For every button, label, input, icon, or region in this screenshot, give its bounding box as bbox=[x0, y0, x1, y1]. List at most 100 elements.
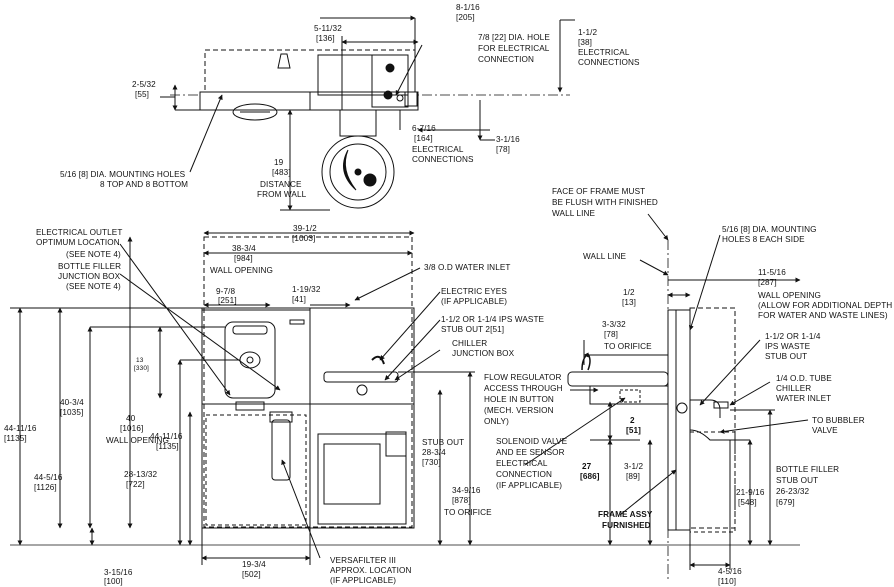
front-view bbox=[10, 230, 800, 565]
hole-label-3: CONNECTION bbox=[478, 55, 535, 64]
dim-984: [984] bbox=[234, 254, 253, 263]
waste-label-2: STUB OUT 2[51] bbox=[441, 325, 505, 334]
dim-110: [110] bbox=[718, 577, 737, 586]
elec-label-4: CONNECTIONS bbox=[412, 155, 474, 164]
top-view bbox=[160, 15, 575, 211]
flow-label-3: HOLE IN BUTTON bbox=[484, 395, 554, 404]
dim-40: 40 bbox=[126, 414, 136, 423]
face-label-3: WALL LINE bbox=[552, 209, 596, 218]
dim-1135-left: [1135] bbox=[4, 434, 27, 443]
eyes-label-1: ELECTRIC EYES bbox=[441, 287, 507, 296]
dim-3-1-2: 3-1/2 bbox=[624, 462, 644, 471]
bf-stubout-1: BOTTLE FILLER bbox=[776, 465, 840, 474]
dim-9-7-8: 9-7/8 bbox=[216, 287, 236, 296]
dim-19-3-4: 19-3/4 bbox=[242, 560, 266, 569]
bf-stubout-3: 26-23/32 bbox=[776, 487, 810, 496]
dim-8-1-16: 8-1/16 bbox=[456, 3, 480, 12]
dim-55: [55] bbox=[135, 90, 150, 99]
wall-line-label: WALL LINE bbox=[583, 252, 627, 261]
chiller-box-top bbox=[317, 54, 409, 96]
dim-half: 1/2 bbox=[623, 288, 635, 297]
dim-287: [287] bbox=[758, 278, 777, 287]
outlet-label-1: ELECTRICAL OUTLET bbox=[36, 228, 123, 237]
solenoid-label-4: CONNECTION bbox=[496, 470, 553, 479]
dim-38: [38] bbox=[578, 38, 593, 47]
distance-label-2: FROM WALL bbox=[257, 190, 307, 199]
dim-330: [330] bbox=[134, 365, 149, 372]
dim-38-3-4: 38-3/4 bbox=[232, 244, 256, 253]
bubbler-valve-2: VALVE bbox=[812, 426, 838, 435]
mount-hole-side-2: HOLES 8 EACH SIDE bbox=[722, 235, 805, 244]
solenoid-label-2: AND EE SENSOR bbox=[496, 448, 565, 457]
dim-548: [548] bbox=[738, 498, 757, 507]
dim-2-side: 2 bbox=[630, 416, 635, 425]
ips-label-1: 1-1/2 OR 1-1/4 bbox=[765, 332, 821, 341]
mount-hole-side-1: 5/16 [8] DIA. MOUNTING bbox=[722, 225, 817, 234]
outlet-label-2: OPTIMUM LOCATION bbox=[36, 238, 120, 247]
solenoid-label-3: ELECTRICAL bbox=[496, 459, 548, 468]
solenoid-label-5: (IF APPLICABLE) bbox=[496, 481, 563, 490]
wall-opening-label-2: WALL OPENING bbox=[106, 436, 169, 445]
stubout-label-1: STUB OUT bbox=[422, 438, 465, 447]
ips-label-3: STUB OUT bbox=[765, 352, 808, 361]
wall-opening-side-2: (ALLOW FOR ADDITIONAL DEPTH bbox=[758, 301, 893, 310]
dim-205: [205] bbox=[456, 13, 475, 22]
dim-5-11-32: 5-11/32 bbox=[314, 24, 342, 33]
dim-2-5-32: 2-5/32 bbox=[132, 80, 156, 89]
bottle-filler-top-icon bbox=[277, 53, 291, 69]
tube-label-1: 1/4 O.D. TUBE bbox=[776, 374, 832, 383]
face-label-2: BE FLUSH WITH FINISHED bbox=[552, 198, 658, 207]
bubbler-stem bbox=[339, 109, 377, 137]
hole-label-1: 7/8 [22] DIA. HOLE bbox=[478, 33, 550, 42]
dim-878: [878] bbox=[452, 496, 471, 505]
solenoid-label-1: SOLENOID VALVE bbox=[496, 437, 568, 446]
dim-1126: [1126] bbox=[34, 483, 57, 492]
mount-holes-2: 8 TOP AND 8 BOTTOM bbox=[100, 180, 189, 189]
dim-6-7-16: 6-7/16 bbox=[412, 124, 436, 133]
flow-label-2: ACCESS THROUGH bbox=[484, 384, 563, 393]
to-orifice-side: TO ORIFICE bbox=[604, 342, 652, 351]
dim-3-1-16: 3-1/16 bbox=[496, 135, 520, 144]
dim-44-11-16-right: 44-11/16 bbox=[150, 432, 183, 441]
mount-holes-1: 5/16 [8] DIA. MOUNTING HOLES bbox=[60, 170, 186, 179]
ips-label-2: IPS WASTE bbox=[765, 342, 811, 351]
dim-89: [89] bbox=[626, 472, 641, 481]
frame-assy-2: FURNISHED bbox=[602, 521, 651, 530]
dim-44-11-16-left: 44-11/16 bbox=[4, 424, 37, 433]
dim-136: [136] bbox=[316, 34, 335, 43]
dim-40-3-4: 40-3/4 bbox=[60, 398, 84, 407]
tube-label-2: CHILLER bbox=[776, 384, 812, 393]
water-inlet-label: 3/8 O.D WATER INLET bbox=[424, 263, 511, 272]
face-label-1: FACE OF FRAME MUST bbox=[552, 187, 646, 196]
to-orifice-front: TO ORIFICE bbox=[444, 508, 492, 517]
dim-78-side: [78] bbox=[604, 330, 619, 339]
flow-label-1: FLOW REGULATOR bbox=[484, 373, 562, 382]
dim-44-5-16: 44-5/16 bbox=[34, 473, 63, 482]
side-view bbox=[524, 213, 809, 580]
dim-41: [41] bbox=[292, 295, 307, 304]
dim-39-1-2: 39-1/2 bbox=[293, 224, 317, 233]
flow-label-5: ONLY) bbox=[484, 417, 509, 426]
junction-box-top bbox=[371, 54, 409, 108]
wall-opening-label: WALL OPENING bbox=[210, 266, 273, 275]
dim-19: 19 bbox=[274, 158, 284, 167]
versafilter-label-2: APPROX. LOCATION bbox=[330, 566, 412, 575]
chiller-label-1: CHILLER bbox=[452, 339, 488, 348]
elec-label-2: CONNECTIONS bbox=[578, 58, 640, 67]
bubbler-bowl bbox=[321, 135, 395, 209]
dim-78: [78] bbox=[496, 145, 511, 154]
dim-100: [100] bbox=[104, 577, 123, 586]
dim-502: [502] bbox=[242, 570, 261, 579]
dim-4-5-16: 4-5/16 bbox=[718, 567, 742, 576]
dim-11-5-16: 11-5/16 bbox=[758, 268, 786, 277]
dim-1-19-32: 1-19/32 bbox=[292, 285, 321, 294]
bf-junction-2: JUNCTION BOX bbox=[58, 272, 121, 281]
push-button bbox=[356, 384, 368, 396]
waste-label-1: 1-1/2 OR 1-1/4 IPS WASTE bbox=[441, 315, 545, 324]
bf-junction-3: (SEE NOTE 4) bbox=[66, 282, 121, 291]
frame-assy-1: FRAME ASSY bbox=[598, 510, 653, 519]
frame-assy-side bbox=[667, 309, 691, 531]
mounting-frame-top bbox=[199, 91, 419, 111]
dim-722: [722] bbox=[126, 480, 145, 489]
dim-13: 13 bbox=[136, 357, 144, 364]
